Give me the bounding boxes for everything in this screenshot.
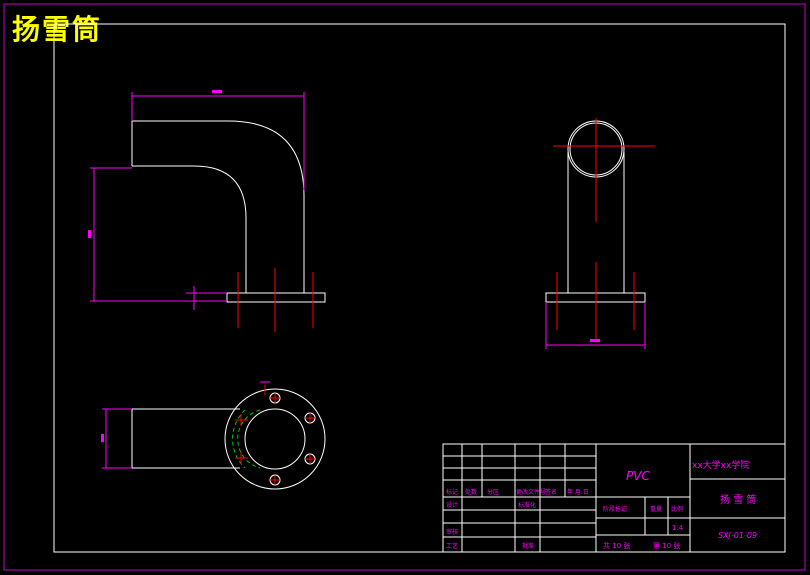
part-name-text: 扬 雪 筒 <box>720 493 756 506</box>
scale-label: 比例 <box>671 505 683 513</box>
front-dimensions <box>88 90 305 310</box>
drawing-number-text: SXJ-01-09 <box>718 531 757 540</box>
front-center-lines <box>237 268 314 332</box>
standardize-label: 标准化 <box>518 501 536 509</box>
title-block <box>442 443 786 553</box>
material-text: PVC <box>626 469 650 483</box>
front-view <box>131 120 326 303</box>
side-center-lines <box>553 118 655 340</box>
inner-frame <box>53 23 786 553</box>
sheet-index-text: 第 10 张 <box>653 541 680 550</box>
side-dimensions <box>545 302 646 349</box>
row-label-2: 分区 <box>487 488 499 496</box>
design-label: 设计 <box>446 501 458 509</box>
drawing-title: 扬雪筒 <box>12 13 103 46</box>
row-label-0: 标记 <box>446 488 458 496</box>
front-flange <box>226 292 326 303</box>
title-block-text: PVC xx大学xx学院 扬 雪 筒 SXJ-01-09 1:4 共 10 张 … <box>446 459 757 550</box>
review-label: 审核 <box>446 528 458 536</box>
row-label-4: 签名 <box>545 488 557 496</box>
elbow-inner-line <box>132 165 247 293</box>
weight-label: 重量 <box>650 505 662 513</box>
outer-frame <box>3 3 806 571</box>
process-label: 工艺 <box>446 542 458 550</box>
top-dimensions <box>101 381 270 469</box>
approve-label: 批准 <box>522 542 534 550</box>
top-view <box>131 388 326 490</box>
top-hidden-arcs <box>232 409 261 469</box>
stage-mark-label: 阶段标记 <box>603 505 627 513</box>
row-label-1: 处数 <box>465 488 477 496</box>
scale-text: 1:4 <box>672 524 684 532</box>
row-label-5: 年.月.日 <box>567 488 589 496</box>
elbow-outer-line <box>132 120 305 293</box>
sheet-total-text: 共 10 张 <box>603 541 630 550</box>
row-label-3: 更改文件号 <box>516 488 546 496</box>
school-text: xx大学xx学院 <box>692 459 749 471</box>
top-center-marks <box>235 385 315 485</box>
